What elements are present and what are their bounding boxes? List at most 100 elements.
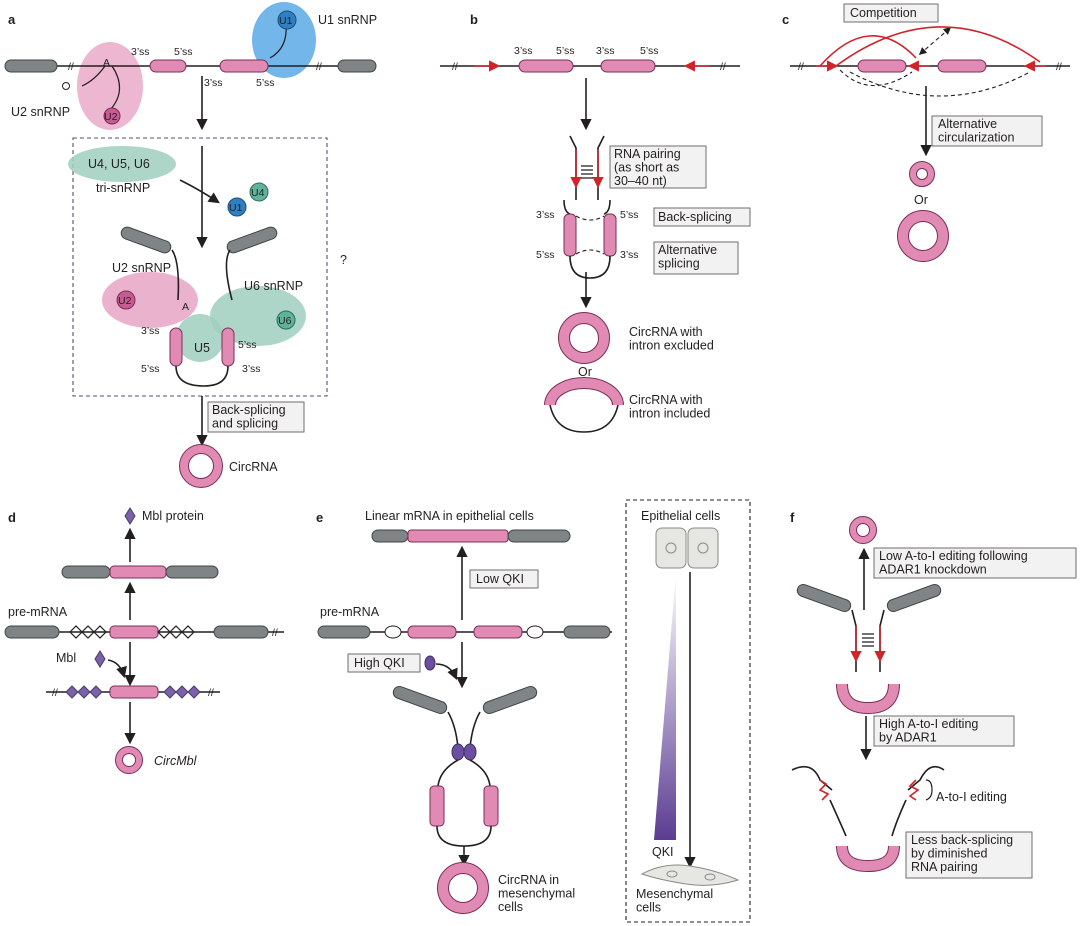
u4-label: U4 — [251, 187, 265, 199]
mbl-sites-right — [157, 625, 195, 639]
svg-text://: // — [68, 61, 74, 73]
exon-right-vertical — [221, 327, 235, 367]
ss3-label: 3’ss — [514, 45, 532, 57]
mbl-protein-icon — [94, 650, 106, 668]
circrna-label: CircRNA — [229, 460, 278, 474]
epithelial-cells-label: Epithelial cells — [641, 509, 720, 523]
u2-snrnp-blob — [77, 42, 143, 130]
grey-exon-right — [482, 685, 538, 715]
grey-exon-right — [886, 583, 942, 613]
high-qki-label: High QKI — [354, 656, 405, 670]
u1-circle — [277, 10, 297, 30]
mbl-protein-label: Mbl protein — [142, 509, 204, 523]
u1-snrnp-label: U1 snRNP — [318, 13, 377, 27]
panel-e: Linear mRNA in epithelial cells Low QKI … — [317, 499, 751, 923]
tri-u-label: U4, U5, U6 — [88, 157, 150, 171]
exon-1 — [857, 59, 907, 73]
branch-point-a: A — [103, 57, 110, 69]
grey-exon-left — [392, 685, 448, 715]
mbl-sites-left — [69, 625, 107, 639]
grey-exon-right — [507, 529, 571, 543]
competition-arrow — [918, 26, 952, 56]
u6-snrnp-blob — [210, 286, 306, 346]
svg-text://: // — [316, 61, 322, 73]
mesenchymal-cell — [640, 864, 740, 886]
grey-exon-right — [563, 625, 611, 639]
panel-label-e: e — [316, 510, 323, 525]
u2-snrnp-label: U2 snRNP — [112, 261, 171, 275]
high-qki-box — [347, 653, 421, 673]
low-qki-label: Low QKI — [476, 572, 524, 586]
linear-exons — [407, 529, 509, 543]
low-qki-box — [469, 569, 539, 589]
panel-label-d: d — [8, 510, 16, 525]
ss3-label: 3’ss — [204, 77, 222, 89]
exon-2 — [600, 59, 656, 73]
exon-right-vertical — [483, 785, 499, 827]
ss5-label: 5’ss — [620, 209, 638, 221]
mbl-bound-right — [163, 685, 201, 699]
panel-d: Mbl protein pre-mRNA // Mbl // // CircMb… — [4, 507, 284, 774]
ss5-label: 5’ss — [256, 77, 274, 89]
exon-2 — [473, 625, 523, 639]
flank-exon-left — [4, 59, 58, 73]
flank-exon-right — [337, 59, 377, 73]
exon-1 — [407, 625, 457, 639]
edited-region-right — [908, 779, 920, 801]
ss3-label: 3’ss — [596, 45, 614, 57]
qki-dimer-right — [463, 743, 477, 761]
svg-text://: // — [208, 687, 214, 699]
u6-circle — [276, 310, 296, 330]
svg-text://: // — [798, 61, 804, 73]
or-label: Or — [578, 365, 592, 379]
exon-left-vertical — [169, 327, 183, 367]
or-label: Or — [914, 193, 928, 207]
ss5-label: 5’ss — [238, 339, 256, 351]
grey-exon-left — [4, 625, 60, 639]
svg-text://: // — [1056, 61, 1062, 73]
u4-circle — [249, 182, 269, 202]
edited-region-left — [818, 779, 830, 801]
ss5-label: 5’ss — [141, 363, 159, 375]
competition-label: Competition — [850, 6, 917, 20]
exon-left-vertical — [563, 213, 577, 257]
exon-1 — [149, 59, 187, 73]
alternative-splicing-box — [653, 241, 739, 275]
qki-label: QKI — [652, 845, 674, 859]
high-editing-box — [873, 715, 1015, 747]
exon-2 — [219, 59, 269, 73]
qki-site-left — [384, 625, 402, 639]
u5-blob — [176, 314, 224, 362]
ss3-label: 3’ss — [242, 363, 260, 375]
u2-rna — [81, 65, 121, 111]
u2-label: U2 — [118, 295, 132, 307]
panel-label-c: c — [782, 12, 789, 27]
low-editing-box — [873, 547, 1077, 579]
ss5-label: 5’ss — [536, 249, 554, 261]
u2-snrnp-label: U2 snRNP — [11, 105, 70, 119]
grey-exon-left — [371, 529, 409, 543]
tri-snrnp-blob — [68, 146, 176, 182]
ss5-label: 5’ss — [174, 46, 192, 58]
ss5-label: 5’ss — [556, 45, 574, 57]
pre-mrna-label: pre-mRNA — [8, 605, 68, 619]
panel-a: // // 3’ss 5’ss 3’ss 5’ss U2 A U1 U1 snR… — [4, 2, 377, 488]
circ-exon — [109, 625, 159, 639]
spliceosome-dashed-box — [72, 137, 328, 397]
ss3-label: 3’ss — [131, 46, 149, 58]
ss3-label: 3’ss — [620, 249, 638, 261]
back-splicing-label: Back-splicing — [658, 210, 732, 224]
svg-text://: // — [452, 61, 458, 73]
back-splicing-box — [207, 401, 305, 433]
exon-2 — [937, 59, 987, 73]
alternative-circularization-box — [931, 115, 1043, 147]
qki-gradient-wedge — [654, 572, 676, 840]
